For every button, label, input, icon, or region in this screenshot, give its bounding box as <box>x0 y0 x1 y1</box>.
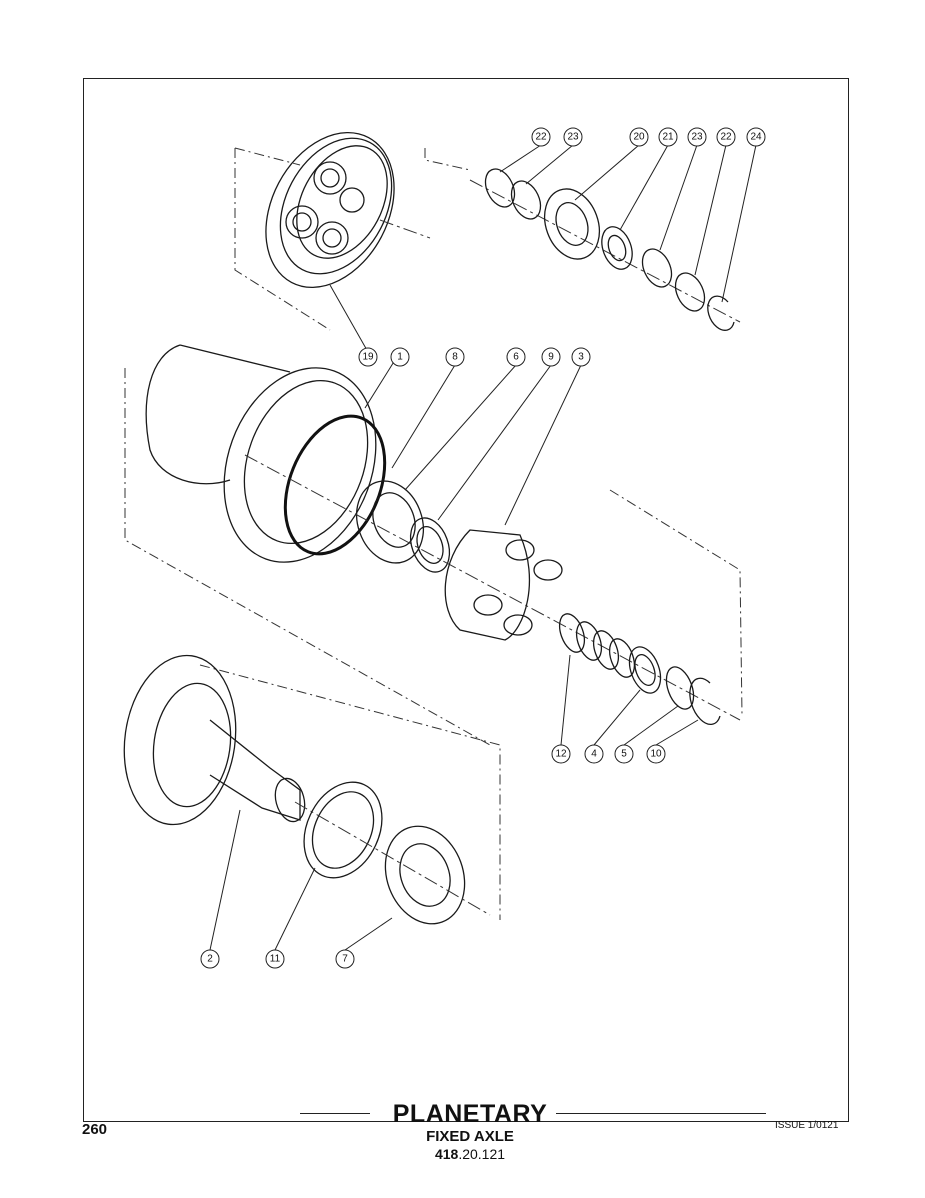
callout-10: 10 <box>646 744 666 764</box>
svg-text:1: 1 <box>397 352 403 363</box>
svg-text:9: 9 <box>548 352 554 363</box>
callout-5: 5 <box>614 744 634 764</box>
svg-text:22: 22 <box>720 132 732 143</box>
ring-gear-assembly <box>234 131 431 331</box>
svg-text:10: 10 <box>650 749 662 760</box>
issue-label: ISSUE 1/0121 <box>775 1120 839 1131</box>
svg-text:2: 2 <box>207 954 213 965</box>
title-rule-left <box>300 1113 370 1114</box>
callout-22-second: 22 <box>716 127 736 147</box>
svg-text:23: 23 <box>567 132 579 143</box>
svg-text:20: 20 <box>633 132 645 143</box>
callout-23-second: 23 <box>687 127 707 147</box>
drawing-code: 418.20.121 <box>360 1146 580 1163</box>
title-rule-right <box>556 1113 766 1114</box>
drawing-code-suffix: .20.121 <box>458 1146 506 1162</box>
callout-1: 1 <box>390 347 410 367</box>
svg-text:23: 23 <box>691 132 703 143</box>
svg-text:8: 8 <box>452 352 458 363</box>
drawing-frame <box>83 78 849 1122</box>
svg-text:12: 12 <box>555 749 567 760</box>
callout-8: 8 <box>445 347 465 367</box>
svg-text:19: 19 <box>362 352 374 363</box>
page-subtitle: FIXED AXLE <box>426 1128 514 1145</box>
hub-assembly <box>124 344 741 746</box>
callout-4: 4 <box>584 744 604 764</box>
callout-2: 2 <box>200 949 220 969</box>
callout-23-top: 23 <box>563 127 583 147</box>
svg-text:21: 21 <box>662 132 674 143</box>
callout-6: 6 <box>506 347 526 367</box>
drawing-code-prefix: 418 <box>434 1146 459 1162</box>
carrier-rings <box>558 613 721 726</box>
planet-carrier <box>444 489 743 716</box>
svg-text:7: 7 <box>342 954 348 965</box>
callout-9: 9 <box>541 347 561 367</box>
callout-21: 21 <box>658 127 678 147</box>
svg-text:3: 3 <box>578 352 584 363</box>
callout-20: 20 <box>629 127 649 147</box>
svg-text:22: 22 <box>535 132 547 143</box>
callout-12: 12 <box>551 744 571 764</box>
callout-3: 3 <box>571 347 591 367</box>
callout-24: 24 <box>746 127 766 147</box>
callout-19: 19 <box>358 347 378 367</box>
svg-text:6: 6 <box>513 352 519 363</box>
svg-text:24: 24 <box>750 132 762 143</box>
leader-lines <box>209 144 757 951</box>
spindle-group <box>123 654 501 925</box>
page-number: 260 <box>82 1121 108 1138</box>
page-title: PLANETARY <box>392 1100 548 1128</box>
sun-gear-group <box>424 148 741 331</box>
callout-22-top: 22 <box>531 127 551 147</box>
svg-text:5: 5 <box>621 749 627 760</box>
svg-text:4: 4 <box>591 749 597 760</box>
title-block: PLANETARY FIXED AXLE 418.20.121 <box>360 1100 580 1163</box>
callout-7: 7 <box>335 949 355 969</box>
callout-11: 11 <box>265 949 285 969</box>
svg-text:11: 11 <box>270 954 281 965</box>
